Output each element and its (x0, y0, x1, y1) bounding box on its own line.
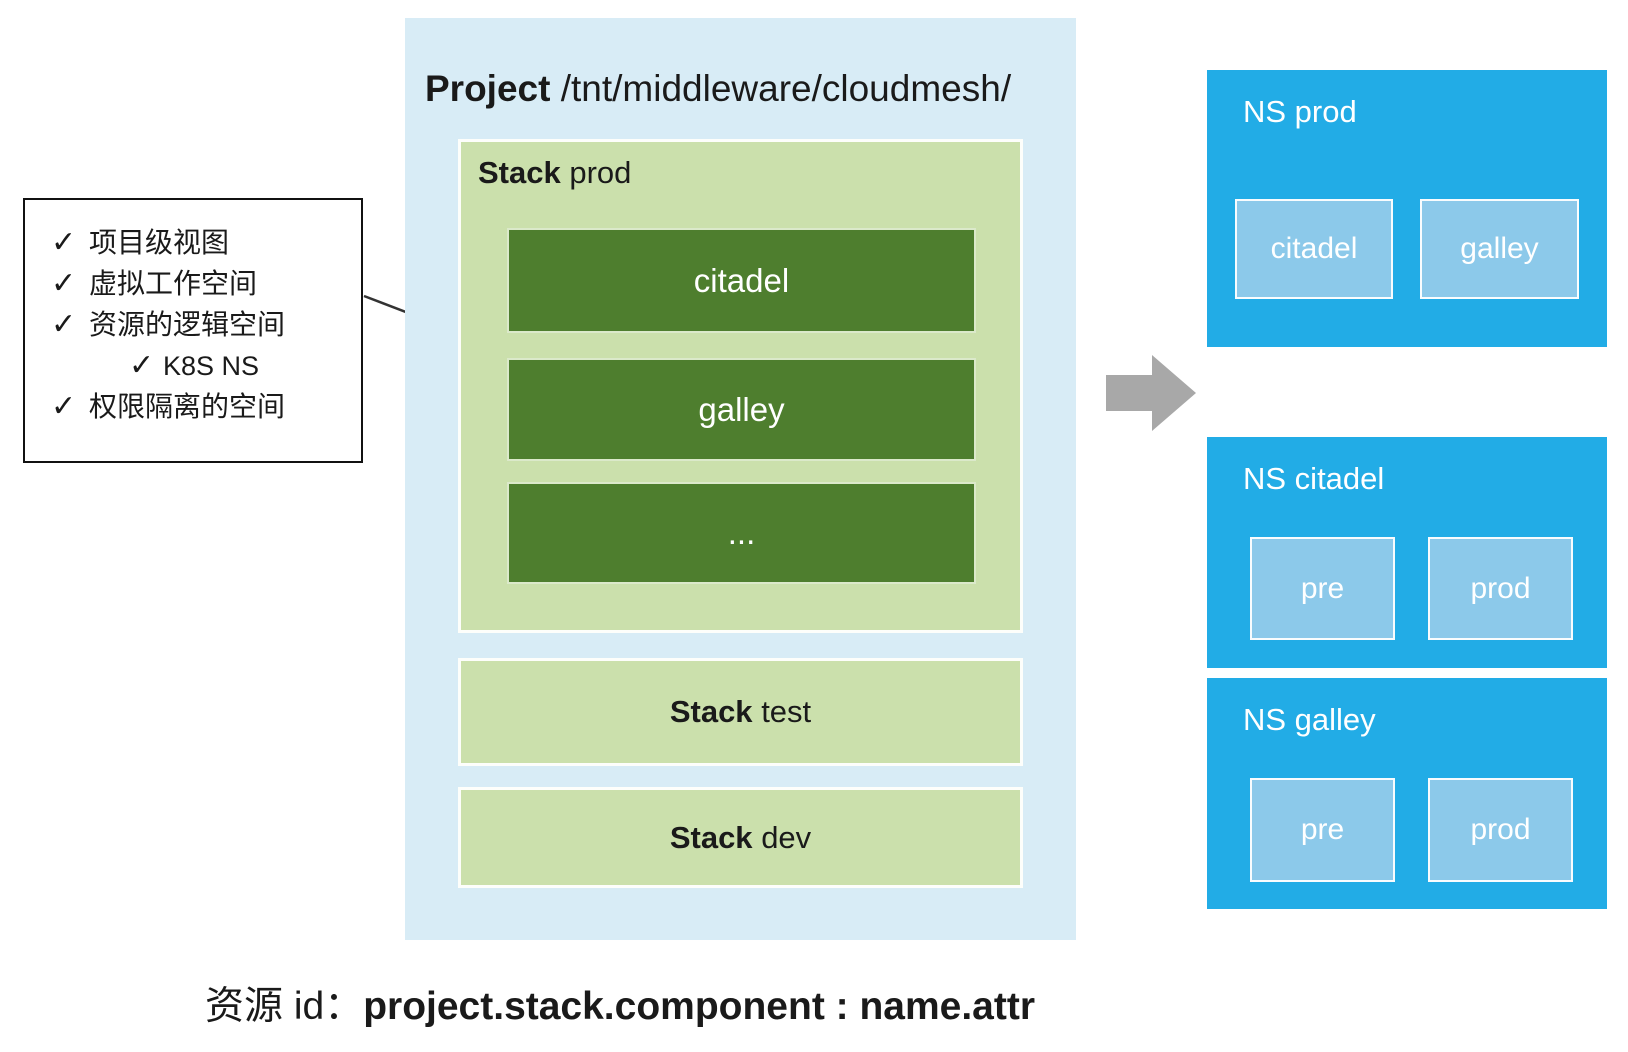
callout-item: ✓ 权限隔离的空间 (25, 386, 361, 427)
callout-item-label: 资源的逻辑空间 (89, 309, 286, 340)
namespace-box-citadel: NS citadel pre prod (1207, 437, 1607, 668)
stack-label-name: test (761, 694, 812, 729)
stack-label-keyword: Stack (669, 694, 753, 729)
project-box: Project /tnt/middleware/cloudmesh/ Stack… (405, 18, 1076, 940)
namespace-child-label: prod (1470, 813, 1531, 846)
callout-item: ✓ 资源的逻辑空间 (25, 304, 361, 345)
component-label: galley (698, 390, 785, 428)
namespace-child-galley: galley (1420, 199, 1579, 299)
namespace-box-galley: NS galley pre prod (1207, 678, 1607, 909)
namespace-child-label: pre (1300, 571, 1345, 605)
stack-box-dev: Stack dev (458, 787, 1023, 888)
namespace-title: NS citadel (1243, 461, 1385, 496)
component-box-galley: galley (507, 358, 976, 461)
stack-label: Stack test (461, 661, 1020, 763)
stack-label-name: prod (569, 155, 632, 190)
stack-label-keyword: Stack (669, 819, 753, 855)
namespace-child-prod: prod (1428, 537, 1573, 640)
callout-item-label: 虚拟工作空间 (89, 268, 258, 299)
stack-box-prod: Stack prod citadel galley ... (458, 139, 1023, 633)
resource-id-format: project.stack.component : name.attr (363, 985, 1036, 1028)
check-icon: ✓ (51, 390, 77, 423)
namespace-child-citadel: citadel (1235, 199, 1393, 299)
check-icon: ✓ (51, 267, 77, 300)
callout-item-label: K8S NS (163, 351, 260, 381)
flow-arrow-icon (1106, 355, 1196, 431)
callout-item-label: 权限隔离的空间 (89, 391, 286, 422)
project-title: Project /tnt/middleware/cloudmesh/ (425, 68, 1011, 110)
component-box-ellipsis: ... (507, 482, 976, 584)
namespace-child-label: galley (1460, 232, 1539, 265)
stack-label: Stack prod (478, 155, 631, 191)
component-label: citadel (693, 261, 790, 299)
namespace-child-pre: pre (1250, 537, 1395, 640)
project-title-path: /tnt/middleware/cloudmesh/ (560, 68, 1012, 109)
stack-box-test: Stack test (458, 658, 1023, 766)
resource-id-legend: 资源 id：project.stack.component : name.att… (205, 975, 1035, 1031)
component-label: ... (727, 514, 756, 551)
namespace-child-prod: prod (1428, 778, 1573, 882)
project-title-keyword: Project (425, 68, 551, 109)
namespace-child-label: citadel (1270, 232, 1358, 265)
namespace-child-pre: pre (1250, 778, 1395, 882)
callout-item: ✓ 虚拟工作空间 (25, 263, 361, 304)
resource-id-prefix: 资源 id： (205, 985, 364, 1028)
check-icon: ✓ (129, 349, 155, 382)
callout-item: ✓ 项目级视图 (25, 222, 361, 263)
stack-label: Stack dev (461, 790, 1020, 885)
callout-item-indented: ✓ K8S NS (25, 345, 361, 386)
callout-box: ✓ 项目级视图 ✓ 虚拟工作空间 ✓ 资源的逻辑空间 ✓ K8S NS ✓ 权限… (23, 198, 363, 463)
namespace-box-prod: NS prod citadel galley (1207, 70, 1607, 347)
namespace-title: NS prod (1243, 94, 1357, 129)
namespace-child-label: prod (1470, 571, 1531, 605)
namespace-title: NS galley (1243, 702, 1376, 737)
check-icon: ✓ (51, 226, 77, 259)
stack-label-name: dev (761, 819, 812, 855)
component-box-citadel: citadel (507, 228, 976, 333)
namespace-child-label: pre (1300, 813, 1345, 846)
stack-label-keyword: Stack (478, 155, 561, 190)
check-icon: ✓ (51, 308, 77, 341)
callout-item-label: 项目级视图 (89, 227, 230, 258)
